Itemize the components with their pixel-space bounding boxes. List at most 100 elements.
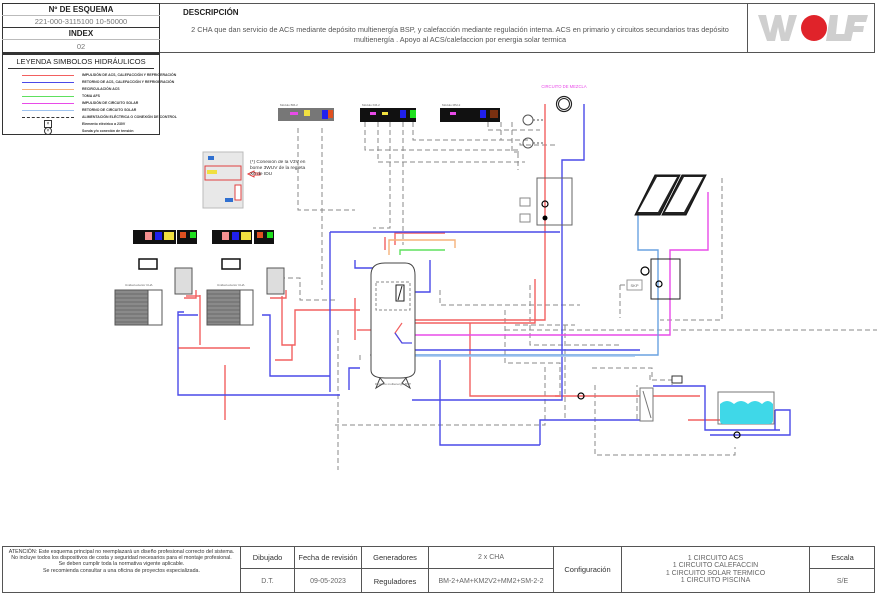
return-pipes <box>177 104 791 446</box>
return-pipe <box>415 260 431 293</box>
title-block-footer <box>2 546 875 593</box>
return-pipe <box>262 314 330 377</box>
supply-pipe <box>412 230 546 321</box>
hydraulic-diagram: Módulo BM-2 Módulo KM-2 Módulo MM-2 CIRC… <box>114 84 877 470</box>
footer-warning: ATENCIÓN: Este esquema principal no reem… <box>3 549 240 574</box>
controller-bm2: Módulo BM-2 <box>278 103 334 121</box>
scale-value: S/E <box>836 577 849 585</box>
control-line <box>377 122 525 163</box>
mixing-group-box <box>536 177 573 226</box>
dhw-pump-icon <box>577 392 585 400</box>
supply-pipe <box>410 279 536 324</box>
pool-water <box>720 401 773 424</box>
heat-pump-controller-2 <box>212 230 274 244</box>
legend-item-label: IMPULSIÓN DE ACS, CALEFACCIÓN Y REFRIGER… <box>82 73 177 77</box>
return-pipe <box>653 385 780 431</box>
mixing-circuit-icon <box>555 95 573 113</box>
control-line <box>487 122 540 131</box>
control-line <box>511 122 520 153</box>
supply-pipe <box>270 290 287 299</box>
pool-valve-icon <box>671 375 683 384</box>
legend-line-swatch <box>22 102 74 104</box>
logo-block <box>747 3 876 53</box>
configuration-item: 1 CIRCUITO PISCINA <box>680 577 751 584</box>
legend-item: IMPULSIÓN DE CIRCUITO SOLAR <box>22 99 138 107</box>
svg-text:Módulo KM-2: Módulo KM-2 <box>362 103 380 107</box>
supply-pipe <box>184 290 197 299</box>
supply-pipe <box>469 323 560 397</box>
legend-line-swatch <box>22 95 74 97</box>
control-line <box>273 268 335 301</box>
return-pipe <box>412 230 563 401</box>
legend-line-swatch <box>22 116 74 118</box>
svg-text:Unidad exterior CHA: Unidad exterior CHA <box>217 283 245 287</box>
svg-text:Unidad exterior CHA: Unidad exterior CHA <box>125 283 153 287</box>
description-line-2: multienergía . Apoyo al ACS/calefaccion … <box>353 35 567 44</box>
controller-mm2: Módulo MM-2 <box>440 103 500 122</box>
description-line-1: 2 CHA que dan servicio de ACS mediante d… <box>191 25 729 34</box>
configuration-item: 1 CIRCUITO ACS <box>687 554 744 562</box>
solar-supply-pipe <box>412 192 709 336</box>
control-line <box>500 122 532 141</box>
generators-value: 2 x CHA <box>429 546 554 569</box>
skp-label: SKP <box>630 283 638 288</box>
return-pipe <box>710 409 791 436</box>
outdoor-unit-2: Unidad exterior CHA <box>206 283 254 326</box>
pump-icon <box>541 200 549 208</box>
legend-item: RETORNO DE ACS, CALEFACCIÓN Y REFRIGERAC… <box>22 78 174 86</box>
legend-line-swatch <box>22 88 74 90</box>
supply-pipe <box>394 232 445 245</box>
generators-label: Generadores <box>362 546 429 569</box>
revision-label: Fecha de revisión <box>295 546 362 569</box>
warning-line: Se deben cumplir toda la normativa vigen… <box>58 561 185 568</box>
svg-text:Depósito multienergía BSP: Depósito multienergía BSP <box>375 382 411 386</box>
legend-item-label: Elemento eléctrico a 230V <box>82 122 126 126</box>
configuration-item: 1 CIRCUITO SOLAR TERMICO <box>665 569 766 577</box>
solar-return-pipe <box>412 213 659 356</box>
control-line <box>529 285 620 346</box>
legend-item: RECIRCULACIÓN ACS <box>22 85 120 93</box>
return-pipe <box>561 104 585 230</box>
legend-line-swatch <box>22 74 74 76</box>
legend-line-swatch <box>22 109 74 111</box>
warning-line: No incluye todos los dispositivos de cos… <box>11 555 232 562</box>
logo-red-dot <box>801 15 827 41</box>
recirc-pipe <box>388 239 456 255</box>
multienergy-tank: Depósito multienergía BSP <box>370 262 416 390</box>
description-text: 2 CHA que dan servicio de ACS mediante d… <box>170 25 750 45</box>
legend-box <box>2 53 160 135</box>
index-value: 02 <box>2 39 160 52</box>
logo-letter-l <box>826 15 846 41</box>
solar-collectors <box>634 174 707 216</box>
control-line <box>564 325 638 421</box>
svg-text:Módulo BM-2: Módulo BM-2 <box>280 103 298 107</box>
mixing-circuit-label: CIRCUITO DE MEZCLA <box>541 84 586 89</box>
scheme-number-block <box>2 3 160 53</box>
solar-station-box <box>650 258 681 300</box>
outdoor-unit-1: Unidad exterior CHA <box>114 283 163 326</box>
regulators-value: BM-2+AM+KM2V2+MM2+SM-2-2 <box>429 569 554 593</box>
terminal-block-image <box>202 151 261 209</box>
legend-item-label: RETORNO DE ACS, CALEFACCIÓN Y REFRIGERAC… <box>82 80 175 84</box>
legend-item: RETORNO DE CIRCUITO SOLAR <box>22 106 136 114</box>
drawn-label: Dibujado <box>241 546 295 569</box>
hydraulic-module <box>266 267 285 295</box>
logo-letter-f <box>843 15 868 41</box>
legend-item-label: IMPULSIÓN DE CIRCUITO SOLAR <box>82 101 139 105</box>
hydraulic-module <box>174 267 193 295</box>
logo-letter-w <box>758 15 797 41</box>
legend-item-label: Sonda y/o conexión de tensión <box>82 129 134 133</box>
scheme-number-value: 221-000-3115100 10-50000 <box>2 15 160 27</box>
legend-divider <box>8 68 154 69</box>
mm-box <box>519 213 531 223</box>
scheme-number-label: Nº DE ESQUEMA <box>48 4 114 14</box>
configuration-label: Configuración <box>554 546 622 593</box>
warning-line: Se recomienda consultar a una oficina de… <box>43 567 200 574</box>
legend-item: ALIMENTACIÓN ELÉCTRICA O CONEXIÓN DE CON… <box>22 113 177 121</box>
revision-value: 09-05-2023 <box>295 569 362 593</box>
cold-water-pipe <box>399 249 445 255</box>
configuration-list: 1 CIRCUITO ACS 1 CIRCUITO CALEFACCIN 1 C… <box>622 546 810 593</box>
room-controller-icon <box>138 258 158 270</box>
expansion-vessel-icon <box>640 266 650 276</box>
control-line <box>412 122 555 146</box>
